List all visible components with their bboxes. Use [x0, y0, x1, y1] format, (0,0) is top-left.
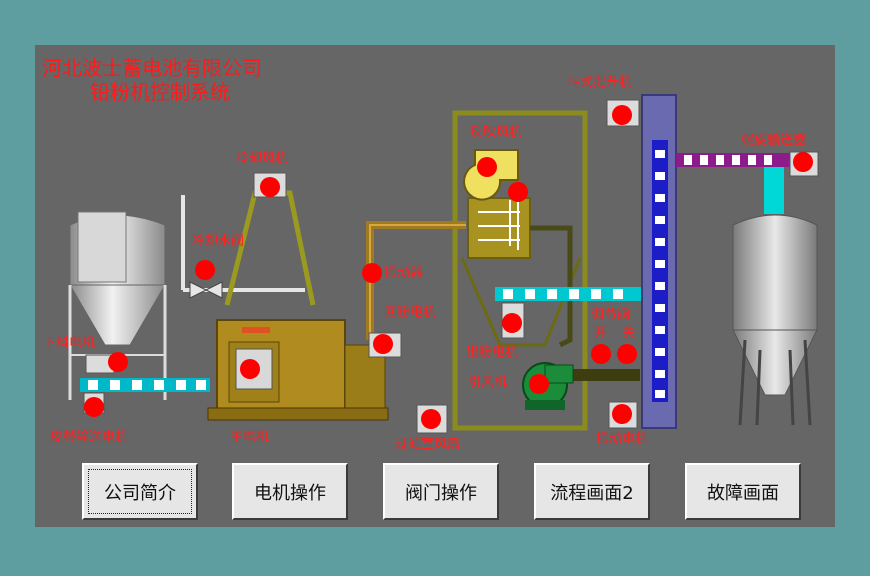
main-motor-status-indicator[interactable] — [240, 359, 260, 379]
label-return-motor: 回粉电机 — [384, 305, 437, 320]
company-intro-button[interactable]: 公司简介 — [82, 463, 198, 520]
elevator-status-indicator[interactable] — [612, 105, 632, 125]
label-feed-motor: 下料电机 — [43, 336, 96, 351]
valve-close-indicator[interactable] — [617, 344, 637, 364]
label-vibrator: 振动器 — [384, 266, 424, 281]
induced-fan-status-indicator[interactable] — [529, 374, 549, 394]
storage-silo — [732, 214, 818, 331]
reverse-blower-status-indicator[interactable] — [477, 157, 497, 177]
label-screw-conveyor: 螺旋输送器 — [741, 133, 807, 148]
filter-chamber-frame — [452, 110, 588, 431]
feed-hopper — [77, 211, 127, 283]
return-motor-status-indicator[interactable] — [373, 334, 393, 354]
process-panel — [35, 45, 835, 527]
vibration-motor-status-indicator[interactable] — [612, 404, 632, 424]
label-valve-open: 开 — [594, 326, 608, 341]
label-reverse-blower: 反吹风机 — [470, 125, 523, 140]
feed-motor-status-indicator[interactable] — [108, 352, 128, 372]
cooling-valve-status-indicator[interactable] — [195, 260, 215, 280]
label-vibration-motor: 振动电机 — [596, 432, 649, 447]
valve-open-indicator[interactable] — [591, 344, 611, 364]
label-valve-close: 关 — [622, 326, 636, 341]
label-discharge-motor: 出粉电机 — [466, 345, 519, 360]
cooling-fan-status-indicator[interactable] — [260, 177, 280, 197]
label-bucket-elevator: 斗式提升机 — [567, 75, 633, 90]
fault-screen-button[interactable]: 故障画面 — [685, 463, 801, 520]
label-cooling-valve: 冷却水阀 — [192, 234, 245, 249]
label-main-motor: 主电机 — [230, 430, 270, 445]
vibrator-status-indicator[interactable] — [362, 263, 382, 283]
label-regulating-valve: 调节阀 — [591, 308, 631, 323]
filter-fan-status-indicator[interactable] — [421, 409, 441, 429]
label-cooling-fan: 冷却风机 — [236, 151, 289, 166]
process-screen-2-button[interactable]: 流程画面2 — [534, 463, 650, 520]
valve-operation-button[interactable]: 阀门操作 — [383, 463, 499, 520]
filter-box — [467, 197, 531, 259]
label-induced-fan: 引风机 — [468, 375, 508, 390]
motor-operation-button[interactable]: 电机操作 — [232, 463, 348, 520]
screw-conveyor-status-indicator[interactable] — [793, 152, 813, 172]
belt-motor-status-indicator[interactable] — [84, 397, 104, 417]
discharge-motor-status-indicator[interactable] — [502, 313, 522, 333]
system-title: 铅粉机控制系统 — [90, 80, 230, 104]
reverse-blower-motor-indicator[interactable] — [508, 182, 528, 202]
company-title: 河北波士蓄电池有限公司 — [42, 56, 262, 80]
label-belt-motor: 皮带输送电机 — [50, 430, 129, 445]
label-filter-fan: 过滤室风扇 — [395, 437, 461, 452]
